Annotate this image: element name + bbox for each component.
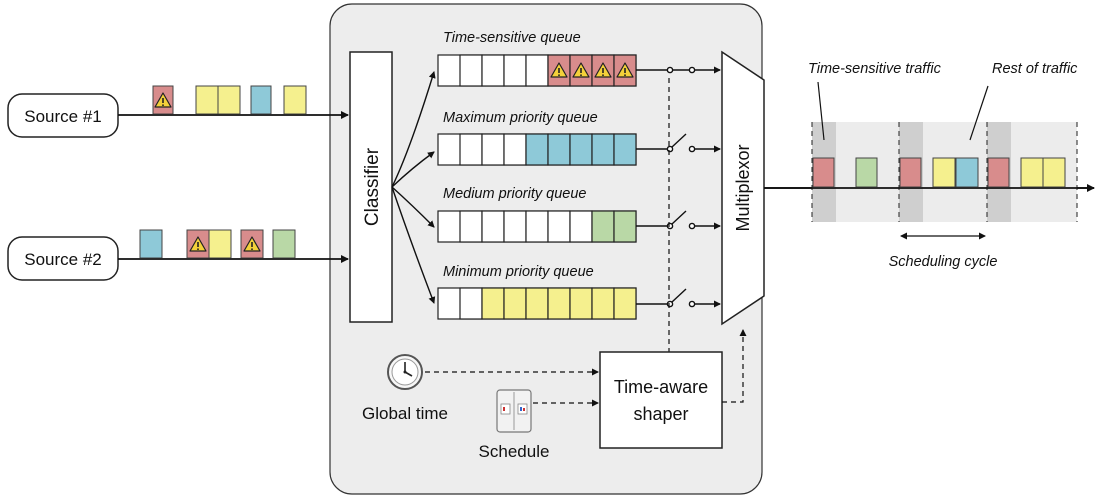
frame-time-sensitive — [899, 157, 922, 188]
queue-medium — [437, 210, 637, 243]
shaper-label-line1: Time-aware — [614, 377, 708, 397]
time-aware-shaper-block — [599, 351, 723, 449]
scheduling-cycle-label: Scheduling cycle — [889, 254, 998, 270]
source-1-node: Source #1 — [7, 93, 119, 138]
clock-icon — [387, 354, 423, 390]
frame-minimum — [195, 85, 219, 115]
shaper-label-line2: shaper — [633, 404, 688, 424]
frame-maximum — [955, 157, 979, 188]
frame-maximum — [250, 85, 272, 115]
source-1-frames — [152, 85, 307, 115]
frame-time-sensitive — [812, 157, 835, 188]
gate-time-sensitive — [636, 66, 721, 74]
queue-label-time-sensitive: Time-sensitive queue — [443, 30, 581, 46]
source-2-frames — [139, 229, 296, 259]
gate-medium — [636, 210, 721, 230]
rest-of-traffic-pointer — [969, 85, 989, 141]
frame-minimum — [1042, 157, 1066, 188]
multiplexor-block — [721, 50, 765, 326]
schedule-icon — [496, 389, 532, 433]
warning-icon — [616, 62, 634, 78]
frame-minimum — [283, 85, 307, 115]
schedule-label: Schedule — [479, 442, 550, 461]
time-sensitive-traffic-label: Time-sensitive traffic — [808, 61, 942, 77]
warning-icon — [154, 92, 172, 108]
queue-maximum — [437, 133, 637, 166]
frame-minimum — [1020, 157, 1044, 188]
frame-minimum — [932, 157, 956, 188]
warning-icon — [572, 62, 590, 78]
frame-minimum — [217, 85, 241, 115]
frame-medium — [855, 157, 878, 188]
warning-icon — [243, 236, 261, 252]
source-1-label: Source #1 — [24, 107, 102, 126]
warning-icon — [550, 62, 568, 78]
shaper-to-multiplexor-line — [722, 329, 747, 403]
source-2-node: Source #2 — [7, 236, 119, 281]
gate-maximum — [636, 133, 721, 153]
classifier-label: Classifier — [362, 147, 383, 226]
frame-maximum — [139, 229, 163, 259]
output-frames — [812, 157, 1066, 188]
classifier-fanout — [391, 71, 436, 304]
queue-minimum — [437, 287, 637, 320]
queue-label-maximum: Maximum priority queue — [443, 110, 598, 126]
cycle-dividers — [811, 122, 1078, 222]
global-time-label: Global time — [362, 404, 448, 423]
frame-time-sensitive — [987, 157, 1010, 188]
gate-minimum — [636, 288, 721, 308]
frame-minimum — [208, 229, 232, 259]
rest-of-traffic-label: Rest of traffic — [992, 61, 1078, 77]
warning-icon — [189, 236, 207, 252]
frame-medium — [272, 229, 296, 259]
queue-label-minimum: Minimum priority queue — [443, 264, 594, 280]
source-2-label: Source #2 — [24, 250, 102, 269]
multiplexor-label: Multiplexor — [733, 144, 753, 231]
time-sensitive-traffic-pointer — [817, 81, 825, 141]
classifier-block — [349, 51, 393, 323]
warning-icon — [594, 62, 612, 78]
queue-label-medium: Medium priority queue — [443, 186, 586, 202]
